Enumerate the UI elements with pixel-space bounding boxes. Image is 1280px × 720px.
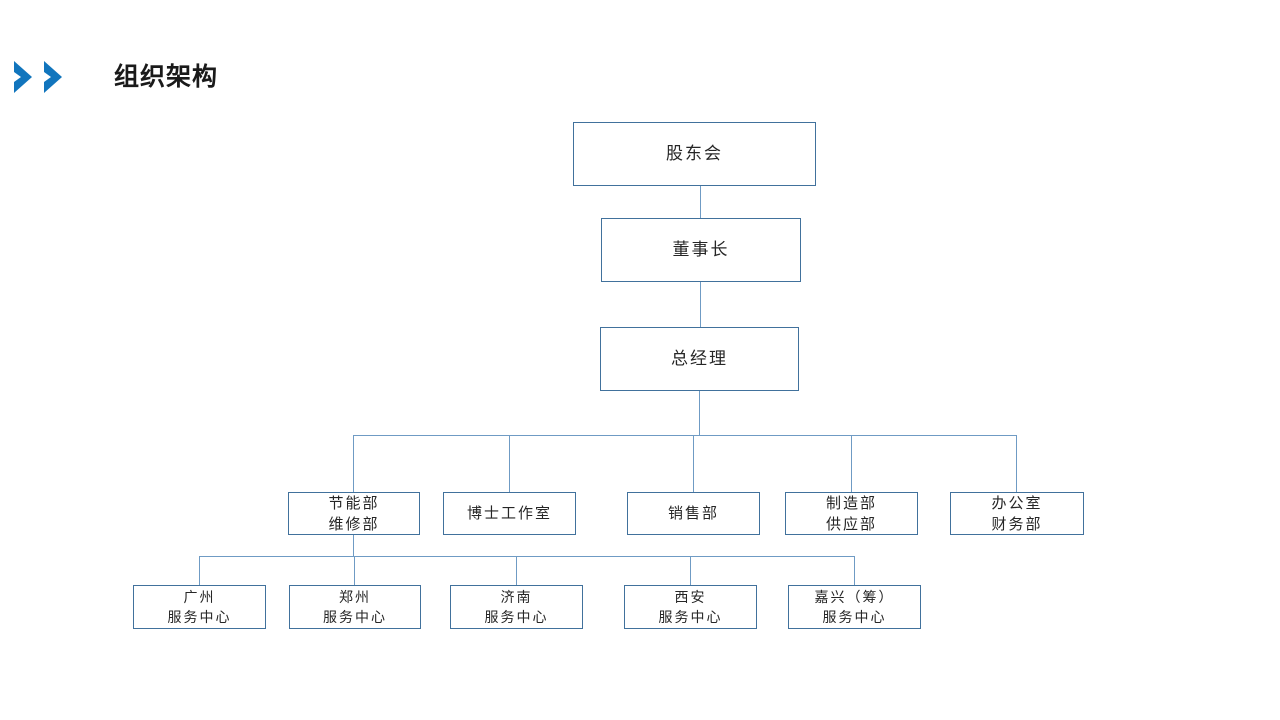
org-node-label: 销售部: [667, 505, 719, 522]
double-chevron-right-icon: [12, 58, 92, 96]
org-node-label: 广州: [183, 589, 216, 605]
org-node-label: 财务部: [991, 515, 1043, 533]
org-node-label: 服务中心: [822, 609, 887, 625]
org-node-label: 郑州: [339, 589, 371, 605]
slide-header: 组织架构: [0, 0, 1280, 120]
org-node-label: 维修部: [328, 515, 380, 533]
org-node-label: 总经理: [671, 349, 728, 368]
org-node-label: 服务中心: [323, 609, 387, 625]
org-node-chairman[interactable]: 董事长: [601, 218, 801, 282]
org-node-label: 节能部: [328, 494, 380, 512]
org-node-department[interactable]: 制造部 供应部: [785, 492, 918, 535]
org-node-label: 供应部: [825, 515, 877, 533]
page-title: 组织架构: [114, 63, 219, 91]
org-node-label: 服务中心: [167, 609, 232, 625]
org-node-label: 董事长: [672, 240, 730, 259]
org-node-label: 西安: [674, 589, 707, 605]
org-node-label: 济南: [500, 589, 533, 605]
org-node-general-manager[interactable]: 总经理: [600, 327, 799, 391]
org-node-department[interactable]: 办公室 财务部: [950, 492, 1084, 535]
org-node-department[interactable]: 博士工作室: [443, 492, 576, 535]
org-node-label: 服务中心: [484, 609, 549, 625]
org-node-service-center[interactable]: 郑州 服务中心: [289, 585, 421, 629]
org-node-shareholders-meeting[interactable]: 股东会: [573, 122, 816, 186]
org-node-label: 股东会: [666, 144, 723, 163]
org-node-label: 嘉兴（筹）: [814, 589, 895, 605]
org-node-department[interactable]: 销售部: [627, 492, 760, 535]
org-node-service-center[interactable]: 济南 服务中心: [450, 585, 583, 629]
org-node-label: 制造部: [825, 494, 877, 512]
org-node-department[interactable]: 节能部 维修部: [288, 492, 420, 535]
chevron-right-icon-1: [12, 58, 50, 96]
org-node-label: 博士工作室: [466, 505, 552, 522]
org-node-service-center[interactable]: 西安 服务中心: [624, 585, 757, 629]
org-node-service-center[interactable]: 嘉兴（筹） 服务中心: [788, 585, 921, 629]
chevron-right-icon-2: [42, 58, 80, 96]
org-node-label: 服务中心: [658, 609, 723, 625]
org-node-service-center[interactable]: 广州 服务中心: [133, 585, 266, 629]
org-node-label: 办公室: [991, 494, 1043, 512]
